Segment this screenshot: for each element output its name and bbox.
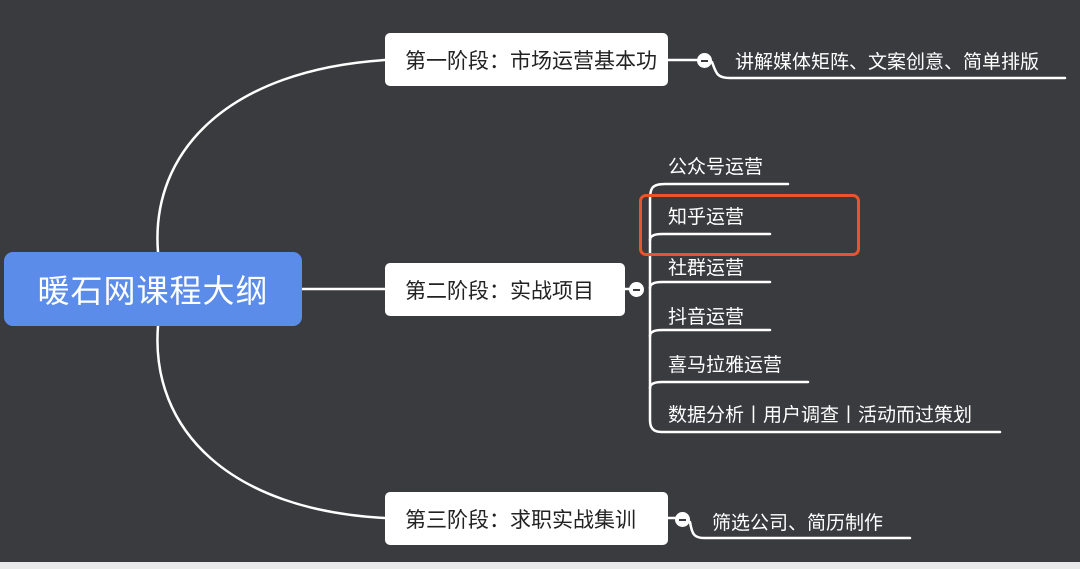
stage2-child-6[interactable]: 数据分析丨用户调查丨活动而过策划: [668, 404, 973, 426]
stage-node-3-label: 第三阶段：求职实战集训: [405, 507, 636, 532]
stage-node-1[interactable]: 第一阶段：市场运营基本功: [385, 33, 668, 86]
connector-stage2-child2: [648, 232, 772, 242]
stage-node-3[interactable]: 第三阶段：求职实战集训: [385, 492, 668, 545]
collapse-toggle-icon[interactable]: [675, 512, 690, 527]
stage2-child-4[interactable]: 抖音运营: [668, 306, 745, 328]
stage-node-1-label: 第一阶段：市场运营基本功: [405, 48, 657, 73]
stage-node-2[interactable]: 第二阶段：实战项目: [385, 263, 625, 316]
stage2-child-5[interactable]: 喜马拉雅运营: [668, 354, 783, 376]
stage2-child-3[interactable]: 社群运营: [668, 257, 745, 279]
stage-node-2-label: 第二阶段：实战项目: [405, 278, 594, 303]
connector-stage2-child4: [648, 328, 772, 338]
collapse-toggle-icon[interactable]: [629, 282, 644, 297]
root-node[interactable]: 暖石网课程大纲: [4, 252, 302, 326]
collapse-toggle-icon[interactable]: [697, 53, 712, 68]
connector-root-stage3: [156, 324, 387, 520]
root-node-label: 暖石网课程大纲: [37, 272, 269, 310]
bottom-strip: [0, 562, 1080, 569]
stage3-child-1[interactable]: 筛选公司、简历制作: [712, 512, 884, 534]
highlight-box: [639, 194, 860, 256]
connector-stage2-child5: [648, 380, 810, 390]
stage2-child-2[interactable]: 知乎运营: [668, 206, 745, 228]
stage2-child-1[interactable]: 公众号运营: [668, 156, 764, 178]
stage1-child-1[interactable]: 讲解媒体矩阵、文案创意、简单排版: [735, 51, 1040, 73]
connector-stage2-child3: [648, 280, 772, 290]
connector-root-stage1: [156, 58, 387, 254]
connector-stage1-child: [666, 58, 1067, 80]
